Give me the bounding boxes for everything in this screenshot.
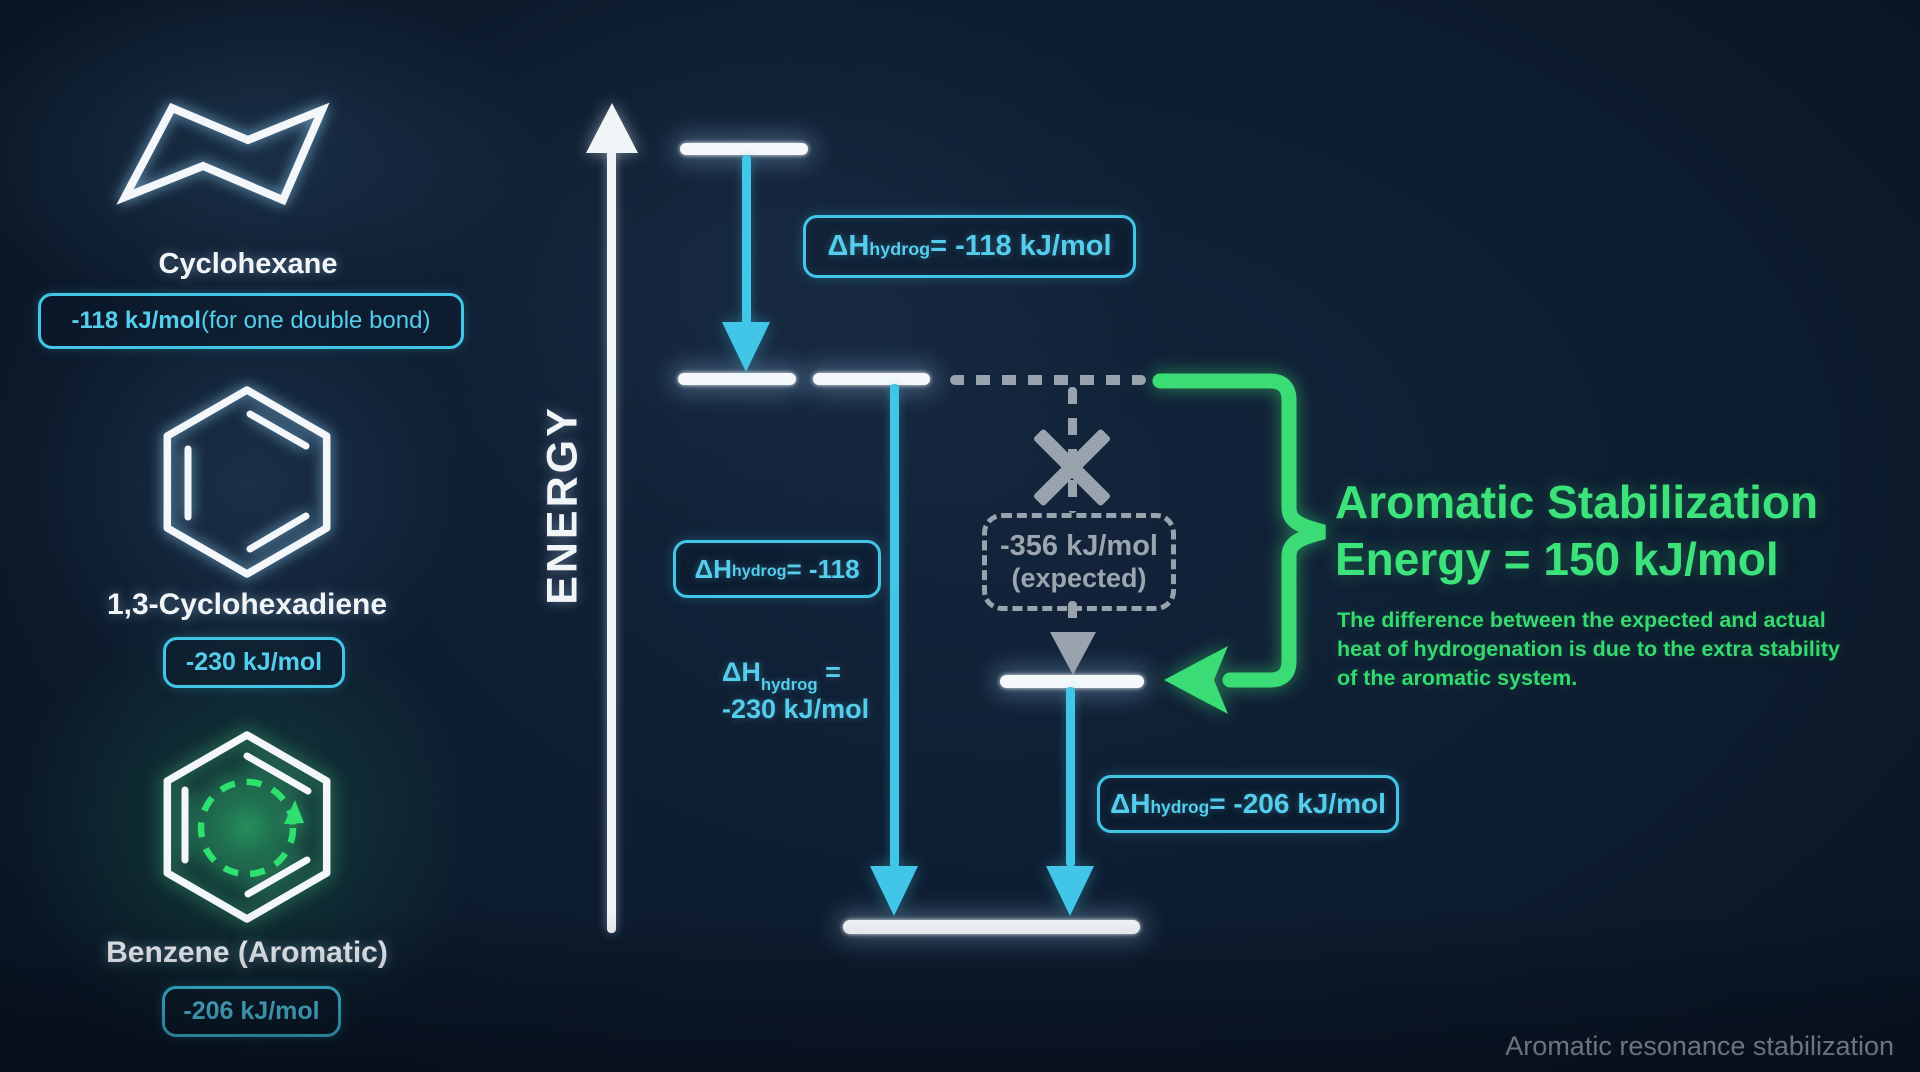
- stabilization-description: The difference between the expected and …: [1337, 608, 1840, 690]
- level-expected-hypothetical-dashed: [950, 375, 1146, 385]
- energy-axis-arrowhead-icon: [586, 103, 638, 153]
- bracket-arrowhead-icon: [1164, 646, 1228, 714]
- hydrog-subscript: hydrog: [760, 675, 818, 695]
- aromatic-ring-arrowhead-icon: [284, 800, 304, 824]
- arrow-cyclohexadiene-arrowhead-icon: [870, 866, 918, 916]
- hydrog-subscript: hydrog: [1150, 796, 1210, 817]
- value-number: -118 kJ/mol: [71, 307, 201, 334]
- energy-axis-label: ENERGY: [538, 405, 587, 605]
- level-cyclohexadiene-start: [813, 373, 930, 385]
- level-cyclohexene-product-ref: [678, 373, 796, 385]
- cyclohexadiene-structure-icon: [163, 386, 331, 578]
- molecule-value-benzene: -206 kJ/mol: [162, 986, 341, 1037]
- footer-caption: Aromatic resonance stabilization: [1505, 1031, 1894, 1061]
- molecule-name-cyclohexadiene: 1,3-Cyclohexadiene: [106, 588, 388, 621]
- level-cyclohexene-start: [680, 143, 808, 155]
- delta-h-symbol: ΔH: [827, 230, 870, 262]
- expected-qualifier: (expected): [1011, 563, 1147, 594]
- molecule-value-cyclohexadiene: -230 kJ/mol: [163, 637, 345, 688]
- dh-value: = -118: [786, 553, 860, 584]
- dh-value: = -118 kJ/mol: [930, 230, 1112, 262]
- stabilization-bracket: [1152, 373, 1326, 714]
- delta-h-symbol: ΔH: [722, 657, 761, 687]
- molecule-value-cyclohexane: -118 kJ/mol (for one double bond): [38, 293, 464, 349]
- equals-sign: =: [817, 657, 841, 687]
- molecule-name-cyclohexane: Cyclohexane: [158, 248, 338, 280]
- level-benzene-actual: [1000, 675, 1144, 688]
- arrow-cyclohexene-hydrogenation: [742, 155, 751, 325]
- dh-line2: -230 kJ/mol: [722, 694, 870, 725]
- arrow-cyclohexadiene-hydrogenation: [890, 384, 899, 868]
- benzene-structure-icon: [163, 731, 331, 923]
- stabilization-title: Aromatic Stabilization Energy = 150 kJ/m…: [1335, 474, 1818, 588]
- expected-arrowhead-icon: [1050, 632, 1096, 675]
- expected-value: -356 kJ/mol: [1000, 529, 1158, 562]
- arrow-benzene-arrowhead-icon: [1046, 866, 1094, 916]
- arrow-cyclohexene-arrowhead-icon: [722, 322, 770, 372]
- stabilization-title-line2: Energy = 150 kJ/mol: [1335, 533, 1779, 585]
- dh-label-cyclohexadiene: ΔHhydrog = -230 kJ/mol: [722, 656, 869, 727]
- dh-line1: ΔHhydrog =: [722, 656, 869, 695]
- hydrog-subscript: hydrog: [869, 239, 931, 260]
- dashed-expected-path-upper: [1068, 387, 1077, 513]
- bracket-brace-path: [1152, 373, 1326, 688]
- dashed-expected-path-lower: [1068, 601, 1077, 631]
- cyclohexane-structure-icon: [116, 102, 330, 206]
- aromatic-ring-circle-icon: [197, 778, 297, 878]
- level-cyclohexane-final: [843, 920, 1140, 934]
- value-note: (for one double bond): [200, 307, 431, 334]
- delta-h-symbol: ΔH: [1110, 788, 1151, 819]
- stabilization-title-line1: Aromatic Stabilization: [1335, 476, 1819, 528]
- expected-value-box: -356 kJ/mol (expected): [982, 513, 1176, 611]
- hydrog-subscript: hydrog: [731, 562, 787, 581]
- energy-axis-line: [607, 150, 616, 933]
- molecule-name-benzene: Benzene (Aromatic): [106, 936, 388, 969]
- arrow-benzene-hydrogenation: [1066, 687, 1075, 867]
- delta-h-symbol: ΔH: [694, 553, 732, 584]
- dh-value: = -206 kJ/mol: [1209, 788, 1386, 819]
